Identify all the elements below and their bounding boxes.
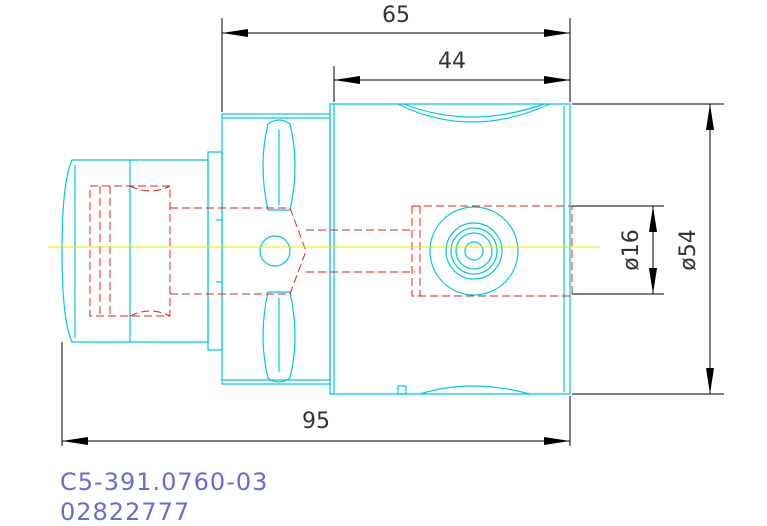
flange-hole xyxy=(259,235,291,267)
part-outline xyxy=(61,103,571,395)
dim-overall-length: 95 xyxy=(302,409,330,434)
dimensions xyxy=(61,18,724,446)
part-number-label: C5-391.0760-03 xyxy=(60,468,269,496)
dim-body-length: 65 xyxy=(382,3,410,28)
upper-slot xyxy=(262,119,296,211)
head-outline xyxy=(329,103,571,395)
dim-outer-diameter: ø54 xyxy=(676,229,701,270)
hidden-lines xyxy=(89,185,573,317)
serial-number-label: 02822777 xyxy=(60,498,191,526)
dim-bore-diameter: ø16 xyxy=(619,229,644,270)
dimension-labels: 65 44 95 ø16 ø54 xyxy=(302,3,701,434)
screw-outer xyxy=(429,206,519,296)
shank-outline xyxy=(61,159,209,343)
lower-slot xyxy=(262,291,296,383)
dim-head-length: 44 xyxy=(438,49,466,74)
flange-outline xyxy=(221,113,331,385)
